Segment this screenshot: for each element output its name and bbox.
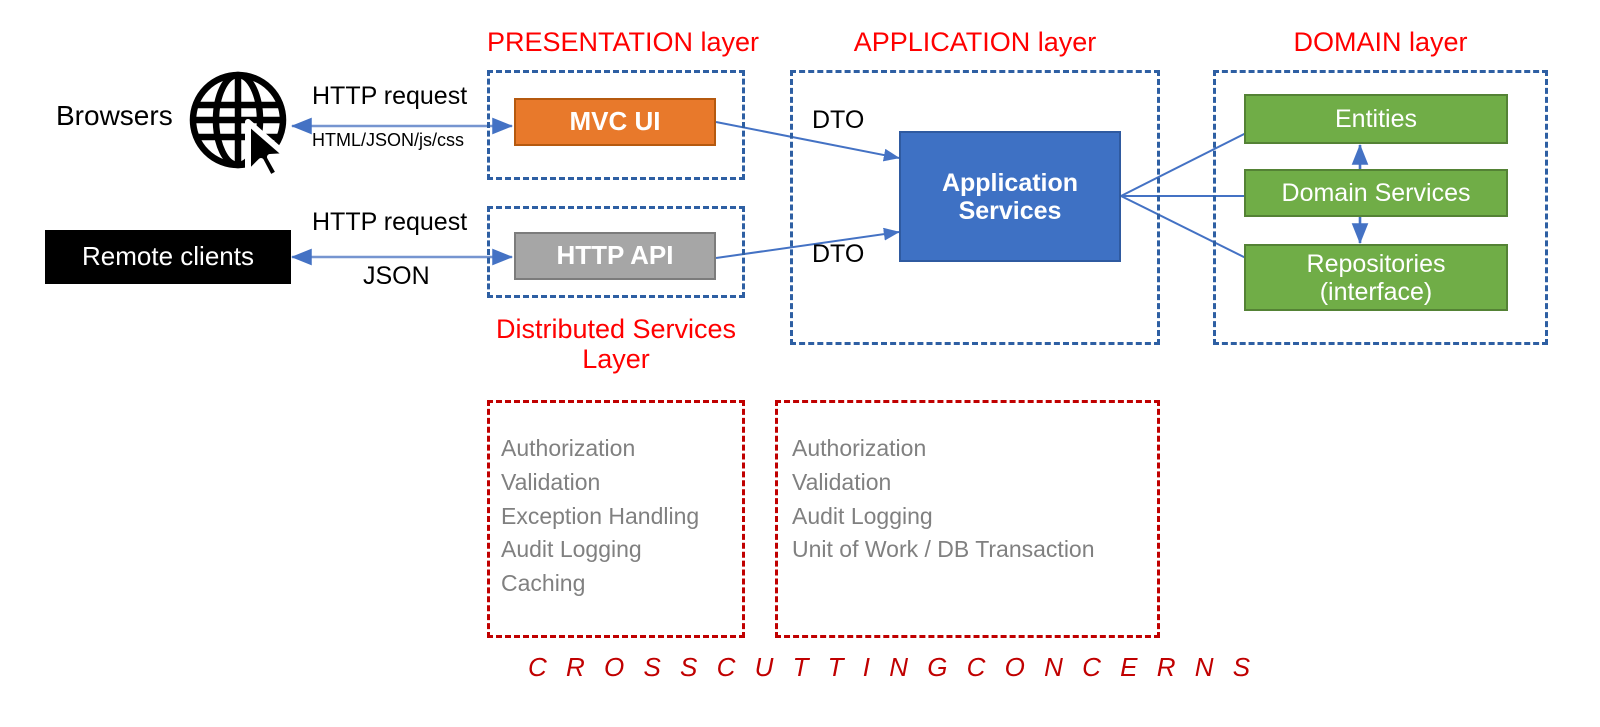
distributed-services-layer-title: Distributed Services Layer bbox=[487, 314, 745, 374]
entities-box[interactable]: Entities bbox=[1244, 94, 1508, 144]
application-layer-container bbox=[790, 70, 1160, 345]
globe-cursor-icon bbox=[186, 66, 298, 183]
repositories-line1: Repositories bbox=[1306, 249, 1446, 278]
list-item: Validation bbox=[501, 468, 601, 495]
list-item: Authorization bbox=[792, 435, 927, 461]
presentation-layer-mvc-container bbox=[487, 70, 745, 180]
list-item: Audit Logging bbox=[501, 536, 642, 563]
cross-cutting-presentation-list: Authorization Validation Exception Handl… bbox=[501, 432, 699, 601]
application-services-line1: Application bbox=[941, 168, 1079, 197]
distributed-services-title-line1: Distributed Services bbox=[495, 314, 737, 344]
list-item: Audit Logging bbox=[792, 502, 933, 529]
list-item: Unit of Work / DB Transaction bbox=[792, 536, 1095, 563]
list-item: Authorization bbox=[501, 435, 636, 461]
presentation-layer-title: PRESENTATION layer bbox=[487, 27, 760, 57]
edge-label-remote-response: JSON bbox=[363, 262, 430, 290]
list-item: Caching bbox=[501, 570, 586, 597]
domain-services-box[interactable]: Domain Services bbox=[1244, 169, 1508, 217]
repositories-line2: (interface) bbox=[1319, 277, 1433, 306]
list-item: Validation bbox=[792, 468, 892, 495]
edge-label-dto-top: DTO bbox=[812, 106, 865, 134]
application-services-line2: Services bbox=[958, 196, 1062, 225]
edge-label-browser-request: HTTP request bbox=[312, 82, 468, 110]
distributed-services-title-line2: Layer bbox=[582, 344, 650, 375]
cross-cutting-application-container bbox=[775, 400, 1160, 638]
presentation-layer-api-container bbox=[487, 206, 745, 298]
list-item: Exception Handling bbox=[501, 502, 700, 529]
domain-layer-container bbox=[1213, 70, 1548, 345]
remote-clients-box: Remote clients bbox=[45, 230, 291, 284]
repositories-box[interactable]: Repositories (interface) bbox=[1244, 244, 1508, 311]
edge-label-dto-bottom: DTO bbox=[812, 240, 865, 268]
http-api-box[interactable]: HTTP API bbox=[514, 232, 716, 280]
edge-label-remote-request: HTTP request bbox=[312, 208, 468, 236]
browsers-label: Browsers bbox=[56, 100, 173, 131]
edge-label-browser-response: HTML/JSON/js/css bbox=[312, 130, 465, 150]
cross-cutting-presentation-container bbox=[487, 400, 745, 638]
cross-cutting-application-list: Authorization Validation Audit Logging U… bbox=[792, 432, 1095, 567]
application-services-box[interactable]: Application Services bbox=[899, 131, 1121, 262]
domain-layer-title: DOMAIN layer bbox=[1293, 27, 1468, 57]
mvc-ui-box[interactable]: MVC UI bbox=[514, 98, 716, 146]
cross-cutting-concerns-caption: C R O S S C U T T I N G C O N C E R N S bbox=[528, 652, 1257, 682]
application-layer-title: APPLICATION layer bbox=[853, 27, 1097, 57]
